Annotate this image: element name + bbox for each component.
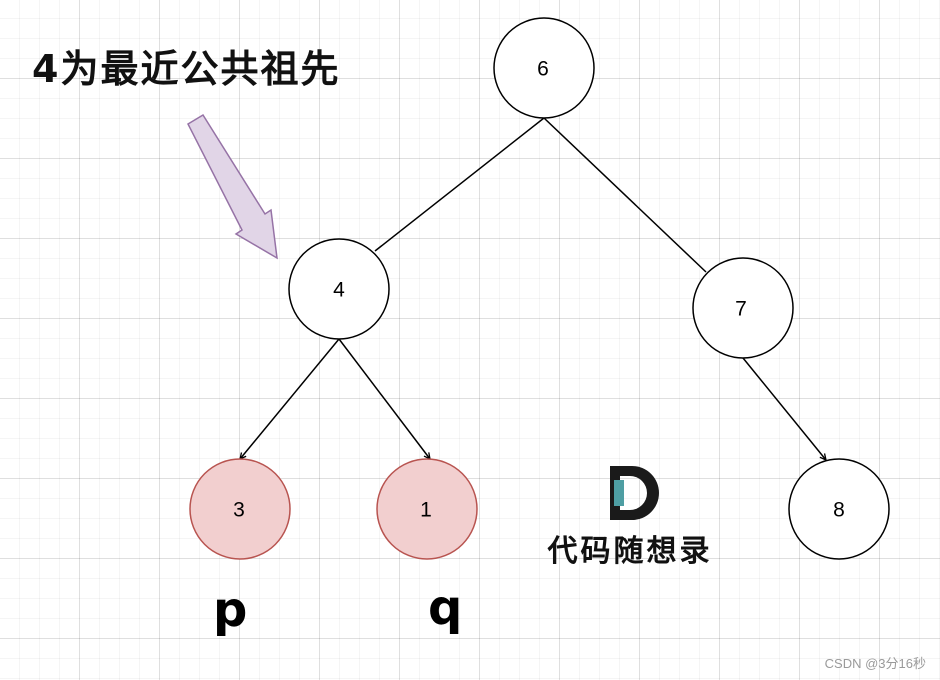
edge-4-3 — [240, 338, 340, 459]
tree-node-1: 1 — [376, 458, 478, 560]
node-label-8: 8 — [833, 499, 845, 522]
node-label-4: 4 — [333, 279, 345, 302]
tree-node-7: 7 — [692, 257, 794, 359]
tree-node-6: 6 — [493, 17, 595, 119]
logo: 代码随想录 — [540, 462, 720, 572]
node-label-7: 7 — [735, 298, 747, 321]
logo-d-icon — [610, 466, 659, 520]
tree-node-8: 8 — [788, 458, 890, 560]
node-label-6: 6 — [537, 58, 549, 81]
tree-node-4: 4 — [288, 238, 390, 340]
diagram-headline: 4为最近公共祖先 — [32, 47, 341, 91]
edge-4-1 — [338, 338, 430, 459]
edge-7-8 — [742, 357, 826, 460]
node-label-1: 1 — [420, 499, 432, 522]
label-q: q — [428, 580, 463, 636]
pointer-arrow-icon — [187, 113, 278, 260]
watermark: CSDN @3分16秒 — [824, 656, 926, 671]
label-p: p — [213, 582, 248, 638]
node-label-3: 3 — [233, 499, 245, 522]
edge-6-7 — [543, 117, 707, 273]
logo-text: 代码随想录 — [547, 534, 713, 569]
tree-node-3: 3 — [189, 458, 291, 560]
edge-6-4 — [374, 117, 545, 252]
